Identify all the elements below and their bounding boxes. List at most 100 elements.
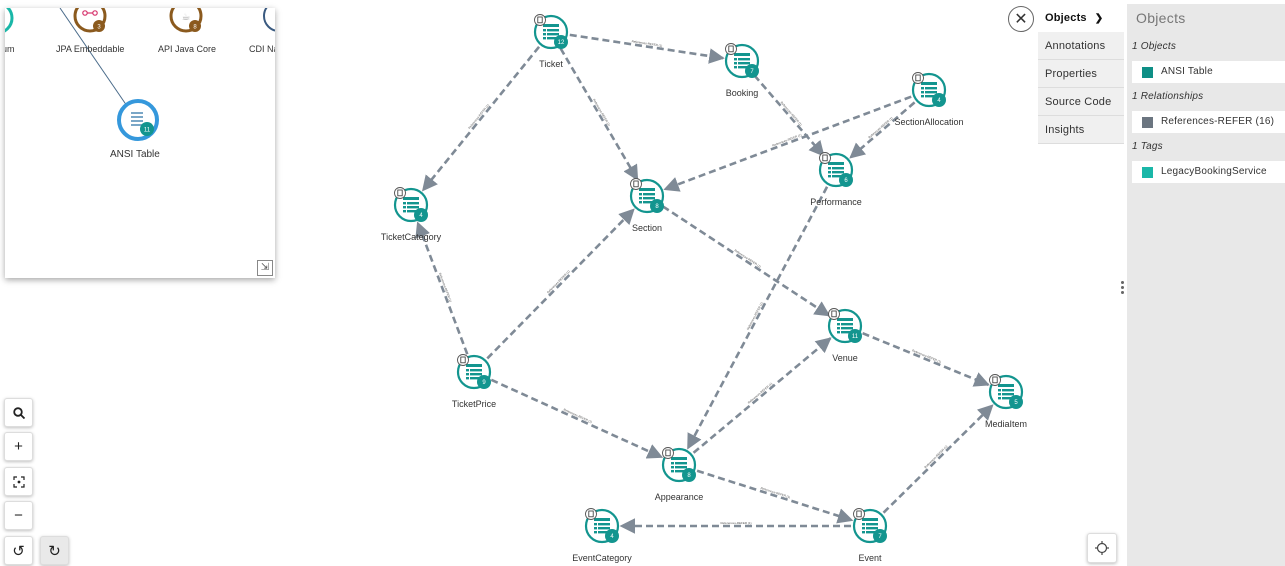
graph-edge[interactable]: References-REFER (1)	[569, 33, 725, 64]
count-badge	[932, 93, 946, 107]
tab-annotations[interactable]: Annotations	[1038, 32, 1124, 60]
panel-resize-handle[interactable]	[1121, 281, 1125, 296]
recenter-button[interactable]	[1087, 533, 1117, 563]
node-label: Event	[858, 553, 882, 563]
count-badge	[554, 35, 568, 49]
close-button[interactable]: ✕	[1008, 6, 1034, 32]
document-icon	[725, 43, 737, 55]
minimap[interactable]: 3 ☕ 8 11 um JPA Embeddable AP	[5, 8, 275, 278]
table-icon	[828, 162, 844, 178]
graph-edge[interactable]: References-REFER (1)	[882, 404, 994, 514]
graph-canvas[interactable]: References-REFER (1)References-REFER (1)…	[0, 0, 1125, 566]
count-badge-text: 7	[878, 534, 882, 540]
tab-properties[interactable]: Properties	[1038, 60, 1124, 88]
graph-edge[interactable]: References-REFER (1)	[559, 47, 639, 181]
minimap-svg: 3 ☕ 8 11	[5, 8, 275, 141]
edge-label: References-REFER (1)	[747, 382, 773, 405]
relationships-section-heading: 1 Relationships	[1132, 91, 1204, 102]
document-icon	[534, 14, 546, 26]
minimap-node-cdi	[263, 8, 275, 32]
relationship-item[interactable]: References-REFER (16)	[1132, 111, 1285, 133]
graph-edge[interactable]: References-REFER (1)	[490, 378, 664, 459]
tab-source-code[interactable]: Source Code	[1038, 88, 1124, 116]
graph-edge[interactable]: References-REFER (1)	[696, 469, 854, 524]
fit-to-screen-button[interactable]	[4, 467, 33, 496]
object-item[interactable]: ANSI Table	[1132, 61, 1285, 83]
tab-objects[interactable]: Objects❯	[1038, 4, 1124, 32]
zoom-in-button[interactable]: +	[4, 432, 33, 461]
count-badge-text: 4	[610, 534, 614, 540]
table-icon	[466, 364, 482, 380]
minimap-node-left	[5, 8, 14, 33]
edge-label: References-REFER (1)	[546, 269, 571, 294]
document-icon	[630, 178, 642, 190]
undo-button[interactable]: ↺	[4, 536, 33, 565]
edge-label: References-REFER (1)	[592, 98, 611, 127]
zoom-out-button[interactable]: −	[4, 501, 33, 530]
graph-edge[interactable]: References-REFER (1)	[692, 337, 832, 454]
fit-to-screen-icon	[12, 475, 25, 488]
node-label: Venue	[832, 353, 858, 363]
document-icon	[394, 187, 406, 199]
graph-edge[interactable]: References-REFER (1)	[421, 45, 541, 192]
tag-item[interactable]: LegacyBookingService	[1132, 161, 1285, 183]
tag-item-label: LegacyBookingService	[1161, 166, 1267, 177]
node-label: MediaItem	[985, 419, 1027, 429]
table-icon	[862, 518, 878, 534]
graph-edge[interactable]: References-REFER (1)	[862, 332, 990, 387]
count-badge-text: 4	[419, 213, 423, 219]
graph-svg[interactable]: References-REFER (1)References-REFER (1)…	[0, 0, 1125, 566]
edge-label: References-REFER (1)	[631, 39, 662, 48]
table-icon	[921, 82, 937, 98]
graph-edge[interactable]: References-REFER (1)	[753, 74, 825, 157]
minimap-badge-jpa: 3	[97, 25, 101, 31]
tab-insights[interactable]: Insights	[1038, 116, 1124, 144]
objects-section-heading: 1 Objects	[1132, 41, 1177, 52]
graph-edge[interactable]: References-REFER (1)	[662, 205, 831, 317]
graph-edge[interactable]: References-REFER (1)	[415, 221, 469, 355]
table-icon	[543, 24, 559, 40]
redo-button[interactable]: ↻	[40, 536, 69, 565]
tab-column: Objects❯ Annotations Properties Source C…	[1038, 4, 1124, 144]
graph-edge[interactable]: References-REFER (1)	[686, 186, 829, 450]
count-badge	[414, 208, 428, 222]
node-label: TicketCategory	[381, 232, 442, 242]
count-badge-text: 8	[687, 473, 691, 479]
graph-edge[interactable]: References-REFER (1)	[486, 208, 635, 360]
minimap-node-ansi-table: 11	[117, 99, 159, 141]
table-icon	[403, 197, 419, 213]
search-zoom-button[interactable]	[4, 398, 33, 427]
relationship-item-label: References-REFER (16)	[1161, 116, 1275, 127]
relationship-swatch	[1142, 117, 1153, 128]
graph-edge[interactable]: References-REFER (1)	[619, 518, 851, 534]
count-badge-text: 9	[482, 380, 486, 386]
document-icon	[457, 354, 469, 366]
node-label: Ticket	[539, 59, 563, 69]
graph-edge[interactable]: References-REFER (1)	[849, 101, 916, 159]
edge-label: References-REFER (1)	[563, 408, 593, 424]
document-icon	[828, 308, 840, 320]
edge-label: References-REFER (1)	[867, 116, 893, 139]
count-badge-text: 8	[655, 204, 659, 210]
document-icon	[853, 508, 865, 520]
chevron-down-icon[interactable]: ❯	[1094, 13, 1104, 24]
object-item-label: ANSI Table	[1161, 66, 1213, 77]
tags-section-heading: 1 Tags	[1132, 141, 1163, 152]
count-badge	[682, 468, 696, 482]
table-icon	[734, 53, 750, 69]
expand-icon[interactable]: ⇲	[257, 260, 273, 276]
count-badge	[745, 64, 759, 78]
node-label: Section	[632, 223, 662, 233]
